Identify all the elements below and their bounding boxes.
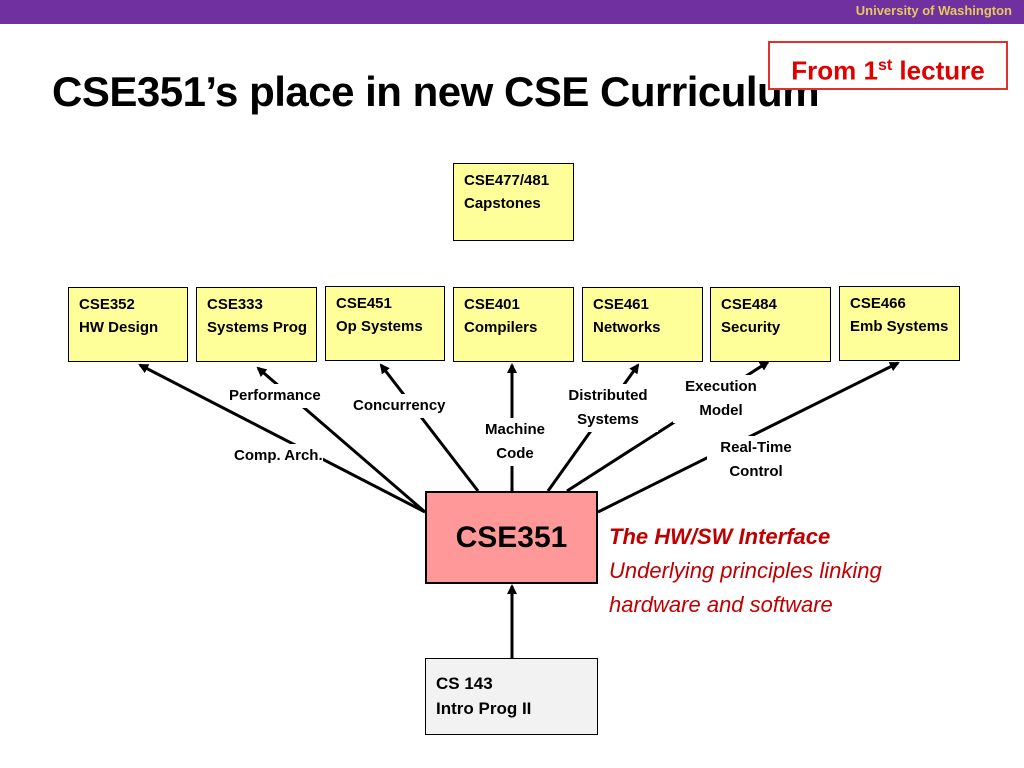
label-line: Execution [685,378,757,395]
capstone-name: Capstones [464,195,541,212]
course-name: Compilers [464,319,538,336]
edge-label-real-time-control: Real-Time Control [707,436,805,484]
description-line: hardware and software [609,592,833,617]
course-code: CSE401 [464,296,520,313]
course-code: CSE484 [721,296,777,313]
capstone-box: CSE477/481 Capstones [453,163,574,241]
course-name: Emb Systems [850,318,949,335]
edge-label-comp-arch: Comp. Arch. [234,444,323,468]
course-name: Systems Prog [207,319,308,336]
course-box-cse461: CSE461 Networks [582,287,703,362]
course-name: Networks [593,319,661,336]
label-line: Model [699,402,743,419]
edge-label-performance: Performance [229,384,321,408]
description-line: Underlying principles linking [609,558,882,583]
label-line: Control [729,463,783,480]
course-box-cse333: CSE333 Systems Prog [196,287,317,362]
from-first-lecture-tag: From 1st lecture [768,41,1008,90]
course-box-cse484: CSE484 Security [710,287,831,362]
tag-prefix: From 1 [791,55,878,86]
label-line: Machine [484,421,545,438]
course-box-cse401: CSE401 Compilers [453,287,574,362]
course-box-cse352: CSE352 HW Design [68,287,188,362]
cse351-box: CSE351 [425,491,598,584]
tag-superscript: st [877,57,893,74]
cse351-description: The HW/SW Interface Underlying principle… [609,520,882,622]
label-line: Systems [577,411,639,428]
label-line: Code [496,445,534,462]
arrow-to-cse451 [379,363,480,492]
label-line: Distributed [568,387,648,404]
edge-label-distributed-systems: Distributed Systems [558,384,658,432]
institution-name: University of Washington [855,3,1012,18]
cse351-code: CSE351 [455,520,568,554]
edge-label-machine-code: Machine Code [478,418,552,466]
prereq-box-cs143: CS 143 Intro Prog II [425,658,598,735]
label-line: Real-Time [720,439,792,456]
prereq-code: CS 143 [436,674,493,693]
course-box-cse466: CSE466 Emb Systems [839,286,960,361]
arrow-to-cse352 [138,363,426,514]
capstone-code: CSE477/481 [464,172,550,189]
course-code: CSE352 [79,296,135,313]
edge-label-execution-model: Execution Model [673,375,769,423]
course-name: HW Design [79,319,159,336]
prereq-name: Intro Prog II [436,699,532,718]
course-code: CSE333 [207,296,263,313]
course-box-cse451: CSE451 Op Systems [325,286,445,361]
header-bar: University of Washington [0,0,1024,24]
course-code: CSE466 [850,295,906,312]
course-code: CSE451 [336,295,392,312]
tag-suffix: lecture [892,55,985,86]
course-name: Op Systems [336,318,423,335]
course-name: Security [721,319,781,336]
edge-label-concurrency: Concurrency [353,394,446,418]
slide-title: CSE351’s place in new CSE Curriculum [52,68,820,115]
description-heading: The HW/SW Interface [609,524,831,549]
course-code: CSE461 [593,296,649,313]
